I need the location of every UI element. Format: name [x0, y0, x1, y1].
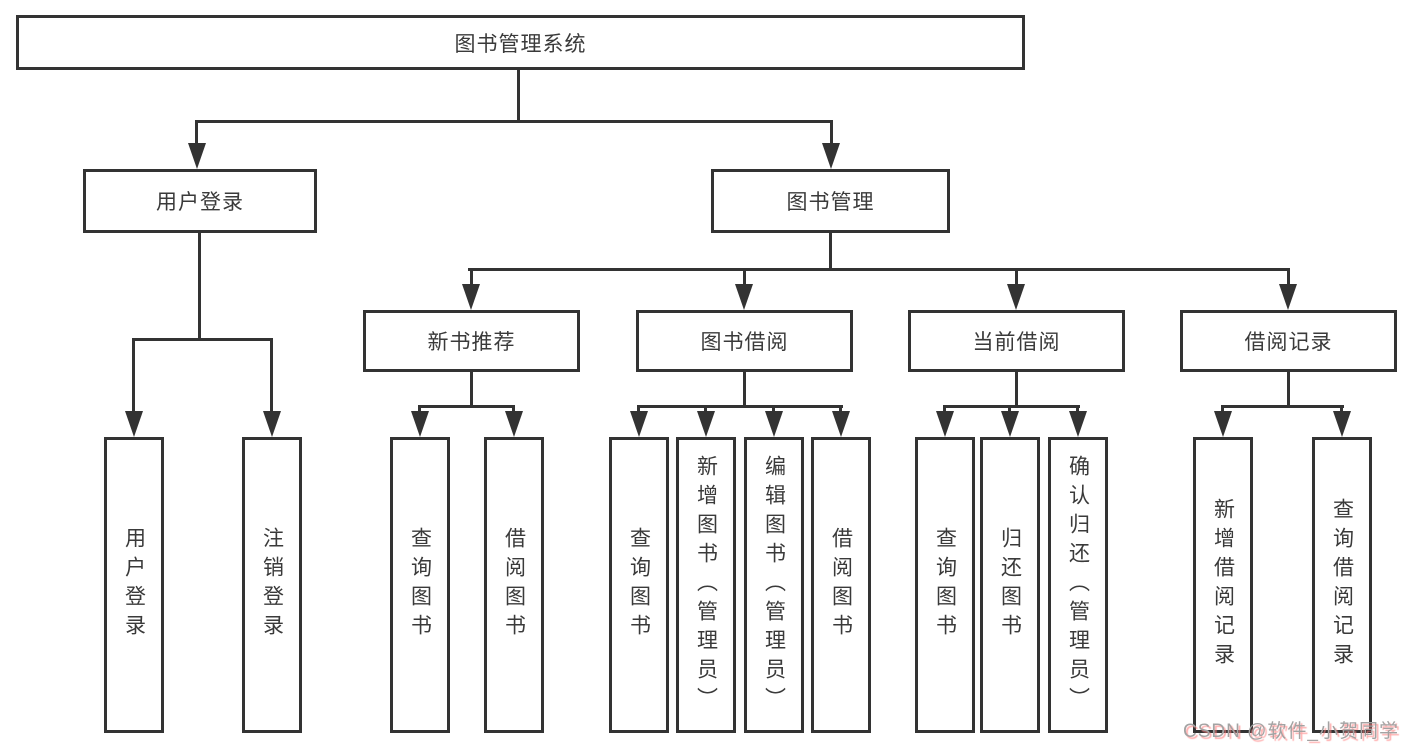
- edge-line: [470, 372, 473, 408]
- edge-line: [270, 338, 273, 415]
- leaf-label: 用户登录: [122, 527, 146, 643]
- edge-line: [1015, 268, 1018, 288]
- arrowhead-down-icon: [1214, 411, 1232, 437]
- edge-line: [1015, 372, 1018, 408]
- leaf-label: 归还图书: [998, 527, 1022, 643]
- leaf-query-borrow-record: 查询借阅记录: [1312, 437, 1372, 733]
- leaf-label: 借阅图书: [829, 527, 853, 643]
- edge-line: [637, 405, 843, 408]
- edge-line: [468, 268, 1290, 271]
- arrowhead-down-icon: [1279, 284, 1297, 310]
- node-label: 图书管理系统: [454, 32, 587, 56]
- edge-line: [517, 70, 520, 120]
- node-book-management: 图书管理: [711, 169, 950, 233]
- leaf-user-login: 用户登录: [104, 437, 164, 733]
- leaf-borrow-books-borrow: 借阅图书: [811, 437, 871, 733]
- leaf-label: 新增图书（管理员）: [694, 454, 718, 716]
- edge-line: [470, 268, 473, 288]
- arrowhead-down-icon: [1007, 284, 1025, 310]
- leaf-label: 借阅图书: [502, 527, 526, 643]
- arrowhead-down-icon: [735, 284, 753, 310]
- leaf-label: 查询图书: [627, 527, 651, 643]
- edge-line: [1221, 405, 1344, 408]
- leaf-label: 新增借阅记录: [1211, 498, 1235, 672]
- node-label: 新书推荐: [427, 331, 516, 354]
- edge-line: [418, 405, 515, 408]
- leaf-add-borrow-record: 新增借阅记录: [1193, 437, 1253, 733]
- edge-line: [132, 338, 273, 341]
- edge-line: [829, 233, 832, 271]
- leaf-label: 确认归还（管理员）: [1066, 454, 1090, 716]
- csdn-watermark: CSDN @软件_小贺同学: [1183, 721, 1399, 742]
- leaf-label: 注销登录: [260, 527, 284, 643]
- arrowhead-down-icon: [125, 411, 143, 437]
- arrowhead-down-icon: [1333, 411, 1351, 437]
- node-label: 用户登录: [156, 191, 244, 214]
- edge-line: [743, 268, 746, 288]
- leaf-query-books-recommend: 查询图书: [390, 437, 450, 733]
- node-label: 图书管理: [786, 191, 875, 214]
- edge-line: [195, 120, 198, 148]
- node-label: 借阅记录: [1244, 331, 1333, 354]
- edge-line: [1287, 372, 1290, 408]
- arrowhead-down-icon: [263, 411, 281, 437]
- leaf-borrow-books-recommend: 借阅图书: [484, 437, 544, 733]
- leaf-add-book-admin: 新增图书（管理员）: [676, 437, 736, 733]
- node-book-borrow: 图书借阅: [636, 310, 853, 372]
- arrowhead-down-icon: [1001, 411, 1019, 437]
- node-new-book-recommend: 新书推荐: [363, 310, 580, 372]
- arrowhead-down-icon: [697, 411, 715, 437]
- node-borrow-record: 借阅记录: [1180, 310, 1397, 372]
- arrowhead-down-icon: [462, 284, 480, 310]
- leaf-query-books-borrow: 查询图书: [609, 437, 669, 733]
- arrowhead-down-icon: [822, 143, 840, 169]
- arrowhead-down-icon: [630, 411, 648, 437]
- arrowhead-down-icon: [505, 411, 523, 437]
- arrowhead-down-icon: [832, 411, 850, 437]
- edge-line: [830, 120, 833, 148]
- arrowhead-down-icon: [936, 411, 954, 437]
- leaf-confirm-return-admin: 确认归还（管理员）: [1048, 437, 1108, 733]
- node-label: 当前借阅: [972, 331, 1061, 354]
- edge-line: [943, 405, 1080, 408]
- node-current-borrow: 当前借阅: [908, 310, 1125, 372]
- edge-line: [743, 372, 746, 408]
- arrowhead-down-icon: [411, 411, 429, 437]
- arrowhead-down-icon: [188, 143, 206, 169]
- leaf-return-book: 归还图书: [980, 437, 1040, 733]
- node-library-management-system: 图书管理系统: [16, 15, 1025, 70]
- leaf-label: 查询借阅记录: [1330, 498, 1354, 672]
- leaf-query-books-current: 查询图书: [915, 437, 975, 733]
- leaf-edit-book-admin: 编辑图书（管理员）: [744, 437, 804, 733]
- leaf-label: 查询图书: [933, 527, 957, 643]
- arrowhead-down-icon: [765, 411, 783, 437]
- edge-line: [196, 120, 833, 123]
- edge-line: [1287, 268, 1290, 288]
- arrowhead-down-icon: [1069, 411, 1087, 437]
- leaf-logout: 注销登录: [242, 437, 302, 733]
- edge-line: [198, 233, 201, 341]
- node-user-login: 用户登录: [83, 169, 317, 233]
- edge-line: [132, 338, 135, 415]
- node-label: 图书借阅: [700, 331, 789, 354]
- leaf-label: 编辑图书（管理员）: [762, 454, 786, 716]
- leaf-label: 查询图书: [408, 527, 432, 643]
